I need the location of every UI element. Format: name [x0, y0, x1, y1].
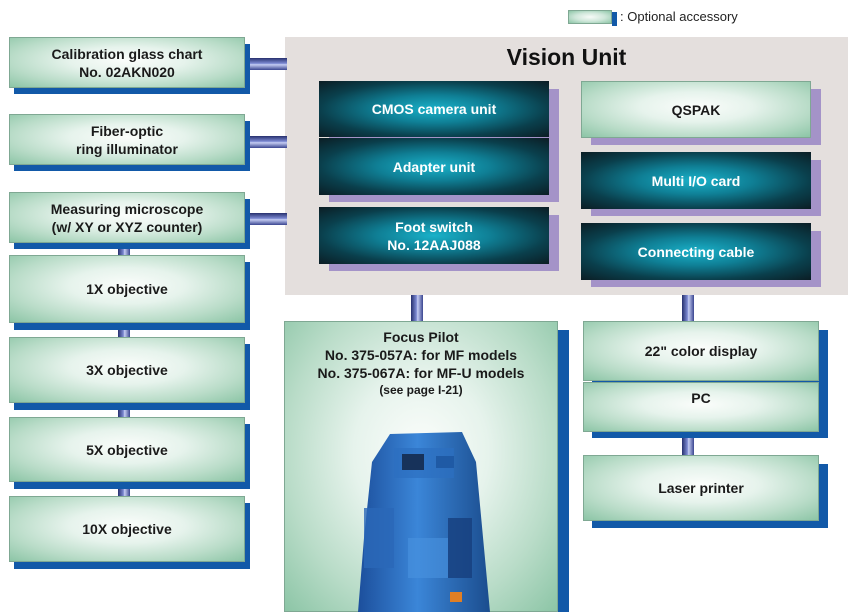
foot-switch-line2: No. 12AAJ088	[387, 236, 481, 253]
vision-unit-title: Vision Unit	[506, 44, 627, 70]
illuminator-line2: ring illuminator	[76, 140, 178, 157]
foot-switch-box: Foot switch No. 12AAJ088	[319, 207, 549, 264]
legend-label: : Optional accessory	[620, 9, 738, 24]
legend-swatch-shadow	[612, 12, 617, 26]
focus-pilot-model-mf: No. 375-057A: for MF models	[324, 347, 518, 363]
measuring-microscope-box: Measuring microscope (w/ XY or XYZ count…	[9, 192, 245, 243]
focus-pilot-model-mfu: No. 375-067A: for MF-U models	[317, 365, 525, 381]
calibration-line1: Calibration glass chart	[51, 45, 203, 62]
pc-label: PC	[691, 390, 711, 406]
cmos-camera-label: CMOS camera unit	[371, 101, 497, 117]
connector-panel-display	[682, 295, 694, 321]
objective-5x-label: 5X objective	[86, 441, 168, 458]
objective-1x-box: 1X objective	[9, 255, 245, 323]
legend-swatch	[568, 10, 612, 24]
objective-10x-label: 10X objective	[82, 521, 172, 537]
objective-3x-box: 3X objective	[9, 337, 245, 403]
objective-3x-label: 3X objective	[86, 362, 168, 378]
multi-io-label: Multi I/O card	[651, 172, 741, 189]
focus-pilot-image	[358, 432, 490, 612]
ring-illuminator-box: Fiber-optic ring illuminator	[9, 114, 245, 165]
adapter-unit-box: Adapter unit	[319, 138, 549, 195]
pc-box: PC	[583, 382, 819, 432]
qspak-box: QSPAK	[581, 81, 811, 138]
color-display-label: 22" color display	[644, 343, 758, 359]
connector-calibration	[245, 58, 287, 70]
adapter-unit-label: Adapter unit	[392, 158, 476, 175]
connector-panel-focus-pilot	[411, 295, 423, 321]
connector-illuminator	[245, 136, 287, 148]
connecting-cable-box: Connecting cable	[581, 223, 811, 280]
connecting-cable-label: Connecting cable	[637, 243, 755, 260]
multi-io-card-box: Multi I/O card	[581, 152, 811, 209]
connector-microscope	[245, 213, 287, 225]
calibration-chart-box: Calibration glass chart No. 02AKN020	[9, 37, 245, 88]
objective-5x-box: 5X objective	[9, 417, 245, 482]
objective-1x-label: 1X objective	[86, 281, 168, 297]
focus-pilot-note: (see page I-21)	[379, 383, 463, 397]
foot-switch-line1: Foot switch	[395, 218, 473, 235]
illuminator-line1: Fiber-optic	[90, 122, 164, 139]
objective-10x-box: 10X objective	[9, 496, 245, 562]
microscope-line1: Measuring microscope	[50, 200, 204, 217]
laser-printer-box: Laser printer	[583, 455, 819, 521]
color-display-box: 22" color display	[583, 321, 819, 381]
focus-pilot-title: Focus Pilot	[383, 329, 459, 345]
microscope-line2: (w/ XY or XYZ counter)	[51, 218, 203, 235]
laser-printer-label: Laser printer	[658, 480, 744, 496]
calibration-line2: No. 02AKN020	[79, 63, 175, 80]
cmos-camera-unit-box: CMOS camera unit	[319, 81, 549, 137]
qspak-label: QSPAK	[671, 101, 721, 118]
